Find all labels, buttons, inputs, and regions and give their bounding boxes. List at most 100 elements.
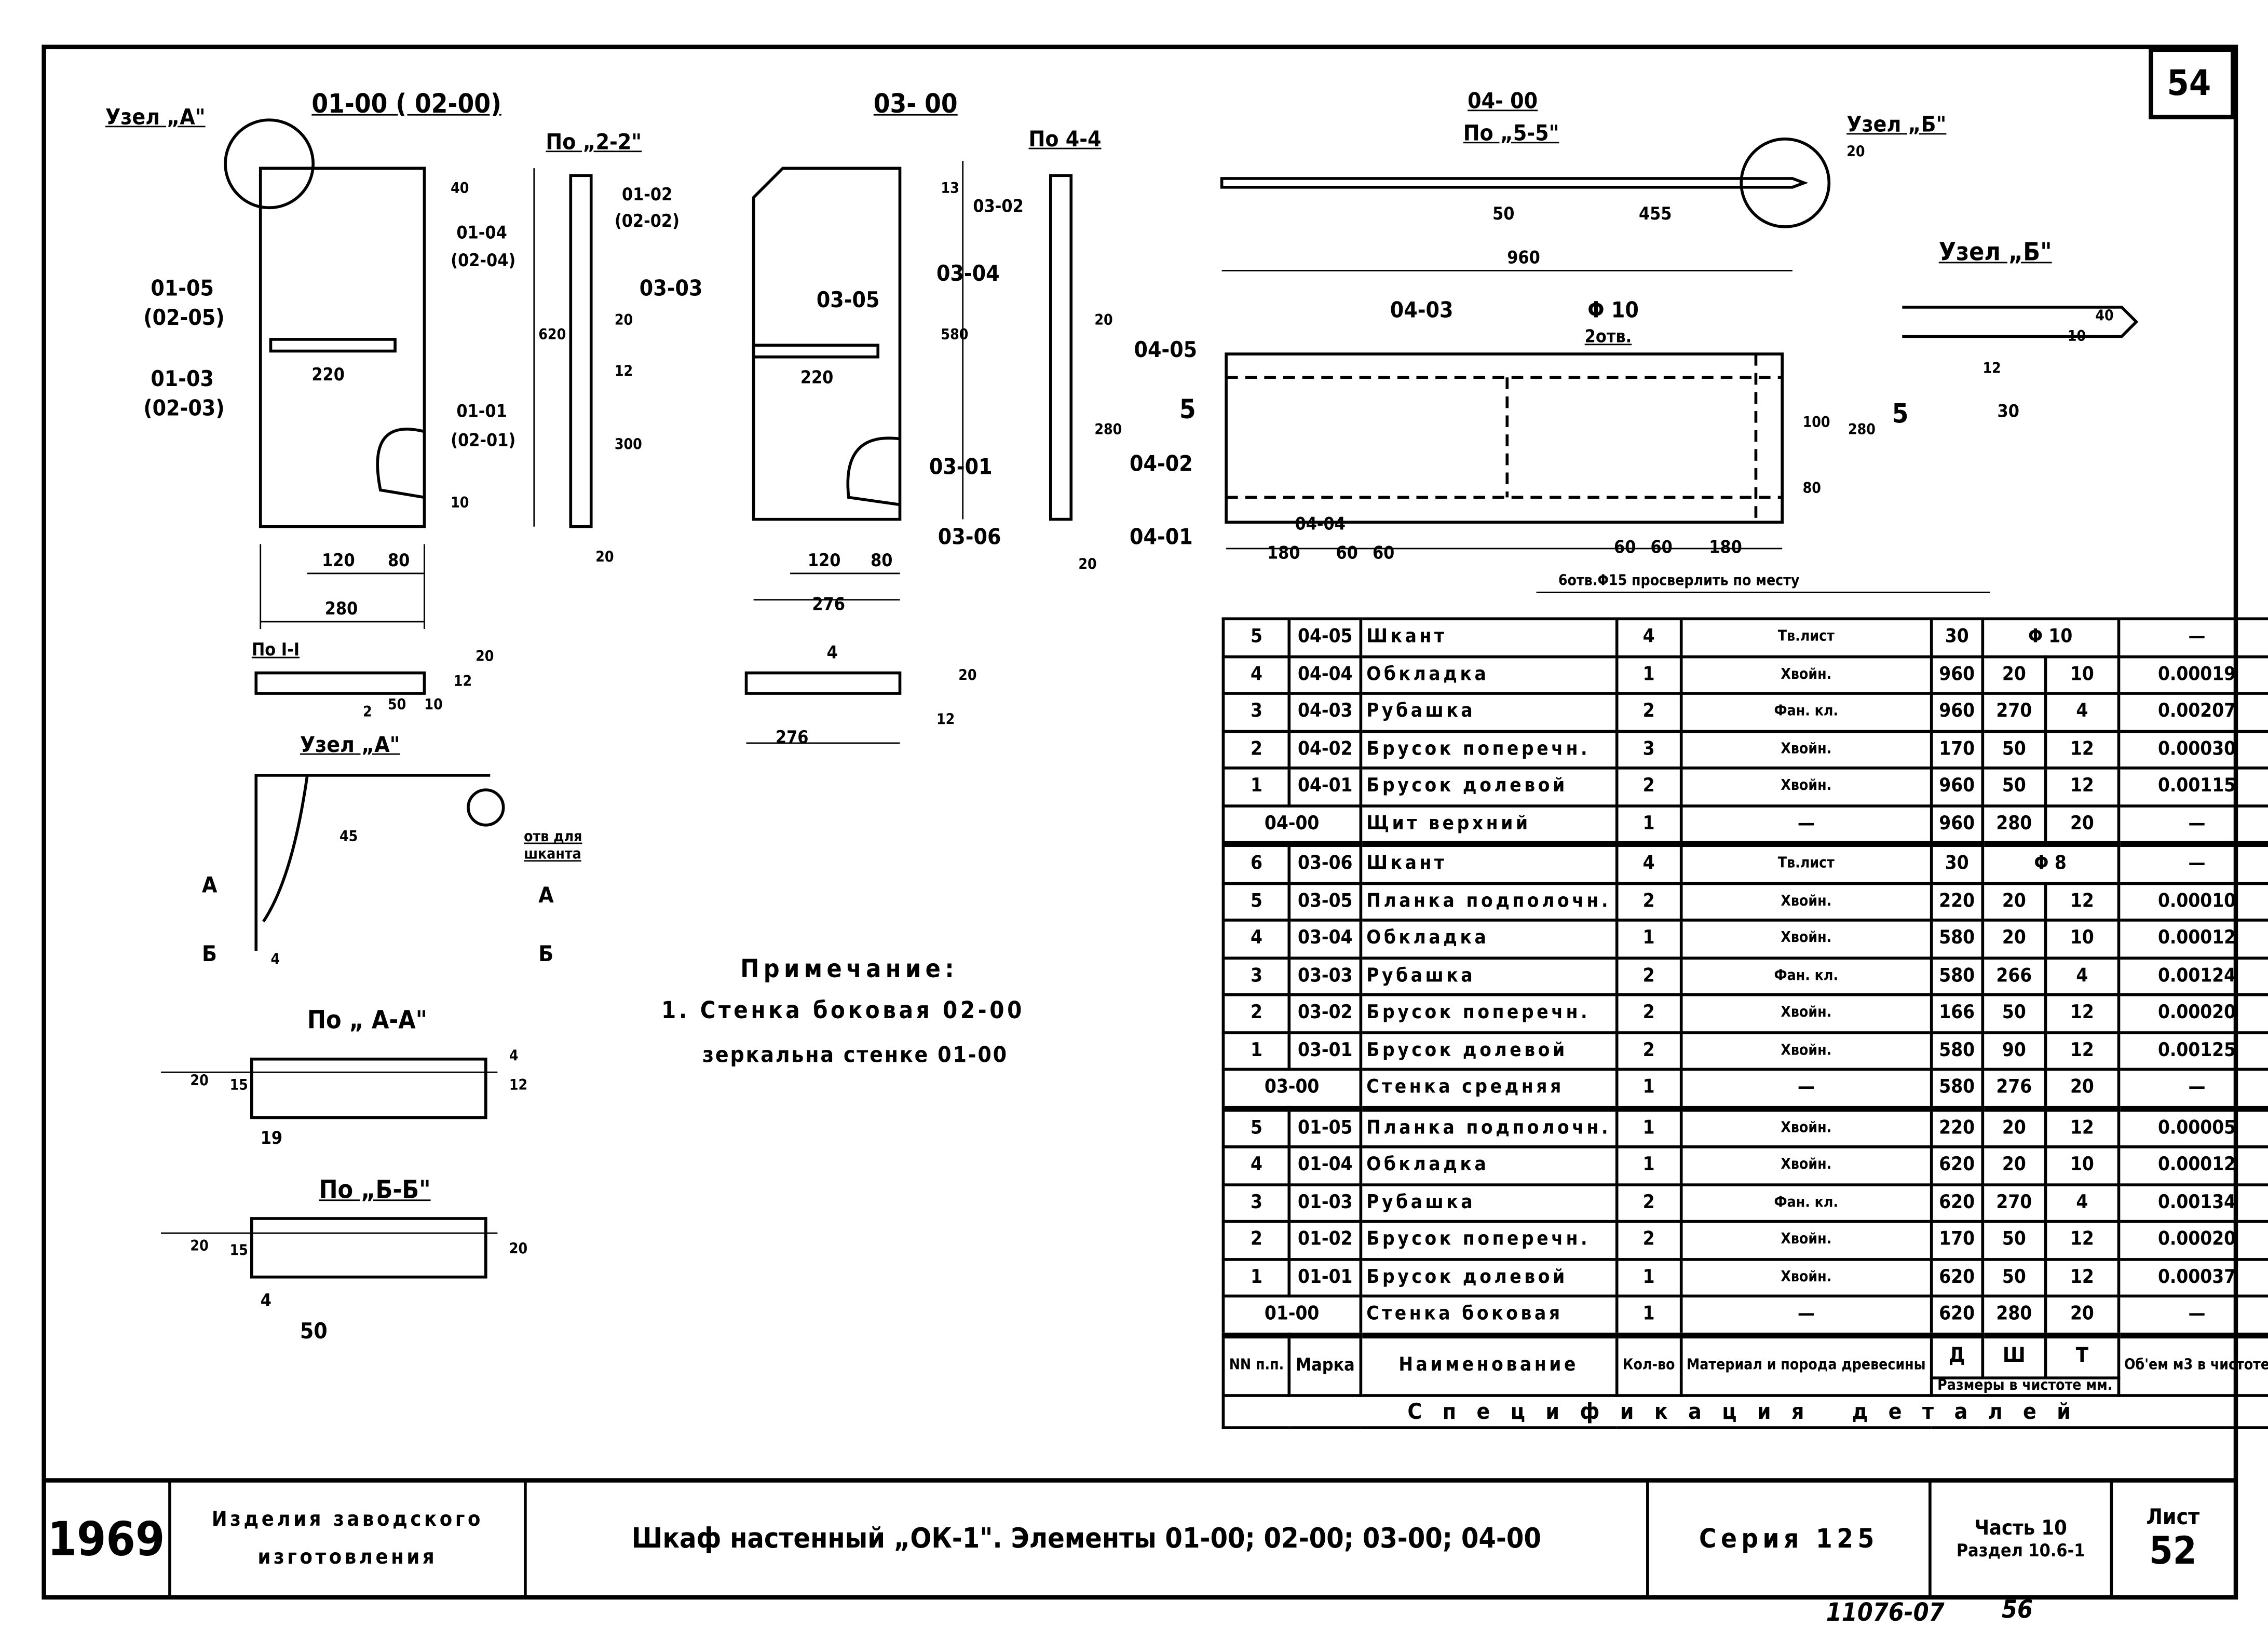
name-cell: Планка подполочн. <box>1359 881 1619 922</box>
width-cell: 270 <box>1980 692 2047 732</box>
middle-wall-title: 03- 00 <box>873 89 958 120</box>
sheet-cell: Лист 52 <box>2113 1481 2233 1597</box>
dimension: 20 <box>614 313 633 330</box>
side-wall-drawing <box>224 118 593 630</box>
name-cell: Брусок поперечн. <box>1359 1220 1619 1261</box>
width-cell: 50 <box>1980 729 2047 770</box>
length-cell: 166 <box>1930 993 1984 1034</box>
cut-mark: Б <box>538 940 554 967</box>
thickness-cell: 4 <box>2044 956 2120 996</box>
name-cell: Шкант <box>1359 617 1619 658</box>
dimension: 60 <box>1372 542 1395 564</box>
cut-mark: 5 <box>1892 399 1909 430</box>
thickness-cell: 12 <box>2044 1257 2120 1298</box>
quantity-cell: 1 <box>1615 919 1682 959</box>
volume-cell: 0.00037 <box>2116 1257 2268 1298</box>
material-cell: Фан. кл. <box>1679 956 1933 996</box>
dimension: 50 <box>387 697 406 714</box>
volume-cell: — <box>2116 1294 2268 1338</box>
part-label: 04-05 <box>1134 336 1198 363</box>
column-header-width: Ш <box>1980 1333 2047 1379</box>
section-4-4-label: По 4-4 <box>1028 126 1102 153</box>
sheet-number-box <box>2149 47 2235 119</box>
thickness-cell: 20 <box>2044 1068 2120 1111</box>
material-cell: Фан. кл. <box>1679 692 1933 732</box>
thickness-cell: 12 <box>2044 767 2120 807</box>
mark-cell: 04-04 <box>1288 654 1362 695</box>
thickness-cell: 10 <box>2044 654 2120 695</box>
volume-cell: — <box>2116 1068 2268 1111</box>
row-number-cell: 2 <box>1221 729 1292 770</box>
mark-cell: 03-06 <box>1288 842 1362 884</box>
volume-cell: 0.00012 <box>2116 919 2268 959</box>
quantity-cell: 1 <box>1615 1106 1682 1148</box>
dimension: 220 <box>311 364 345 385</box>
name-cell: Рубашка <box>1359 692 1619 732</box>
column-header-number: NN п.п. <box>1221 1333 1292 1397</box>
dimension: 80 <box>387 550 410 571</box>
dimension: 50 <box>1492 203 1515 224</box>
row-number-cell: 4 <box>1221 919 1292 959</box>
material-cell: Хвойн. <box>1679 729 1933 770</box>
table-caption: Спецификация деталей <box>1221 1394 2268 1429</box>
mark-cell: 04-02 <box>1288 729 1362 770</box>
volume-cell: 0.00010 <box>2116 881 2268 922</box>
length-cell: 30 <box>1930 842 1984 884</box>
part-label: 03-01 <box>929 453 993 480</box>
sheet-label: Лист <box>2146 1503 2200 1530</box>
thickness-cell: 20 <box>2044 803 2120 847</box>
row-number-cell: 2 <box>1221 1220 1292 1261</box>
dimension: 60 <box>1614 537 1636 557</box>
width-cell: 270 <box>1980 1182 2047 1223</box>
thickness-cell: 20 <box>2044 1294 2120 1338</box>
dimension: 30 <box>1997 401 2019 421</box>
drawing-title-cell: Шкаф настенный „ОК-1". Элементы 01-00; 0… <box>527 1480 1649 1598</box>
part-label: (02-05) <box>143 304 225 331</box>
quantity-cell: 1 <box>1615 654 1682 695</box>
name-cell: Стенка средняя <box>1359 1068 1619 1111</box>
dimension: 15 <box>229 1243 248 1260</box>
volume-cell: 0.00030 <box>2116 729 2268 770</box>
side-wall-title: 01-00 ( 02-00) <box>311 89 501 120</box>
organization-line: Изделия заводского <box>211 1508 484 1532</box>
dimension: 20 <box>509 1242 528 1258</box>
length-cell: 960 <box>1930 654 1984 695</box>
archive-code: 11076-07 <box>1826 1598 1945 1629</box>
quantity-cell: 1 <box>1615 1257 1682 1298</box>
quantity-cell: 1 <box>1615 1294 1682 1338</box>
length-cell: 580 <box>1930 919 1984 959</box>
name-cell: Щит верхний <box>1359 803 1619 847</box>
mark-cell: 03-02 <box>1288 993 1362 1034</box>
dimension: 960 <box>1507 247 1540 268</box>
name-cell: Стенка боковая <box>1359 1294 1619 1338</box>
quantity-cell: 3 <box>1615 729 1682 770</box>
dimension: 12 <box>614 364 633 380</box>
node-a-title: Узел „А" <box>300 731 400 758</box>
material-cell: Хвойн. <box>1679 1106 1933 1148</box>
quantity-cell: 1 <box>1615 1068 1682 1111</box>
dimension: 20 <box>1094 313 1113 330</box>
dimension: 10 <box>451 496 469 512</box>
dimension: 276 <box>775 727 809 748</box>
length-cell: 620 <box>1930 1257 1984 1298</box>
part-label: 04-03 <box>1390 297 1454 323</box>
column-header-name: Наименование <box>1359 1333 1619 1397</box>
section-2-2-label: По „2-2" <box>546 129 642 155</box>
dimension: 20 <box>476 649 494 666</box>
table-header-row: Размеры в чистоте мм. <box>1223 1376 2268 1397</box>
volume-cell: 0.00012 <box>2116 1145 2268 1186</box>
mark-cell: 03-00 <box>1221 1068 1362 1111</box>
material-cell: Хвойн. <box>1679 919 1933 959</box>
mark-cell: 01-01 <box>1288 1257 1362 1298</box>
dimension: 180 <box>1709 537 1742 557</box>
dimension: 220 <box>800 367 834 388</box>
dimension: 45 <box>339 829 358 846</box>
node-a-callout: Узел „А" <box>105 104 206 130</box>
dimension: 20 <box>190 1239 209 1255</box>
